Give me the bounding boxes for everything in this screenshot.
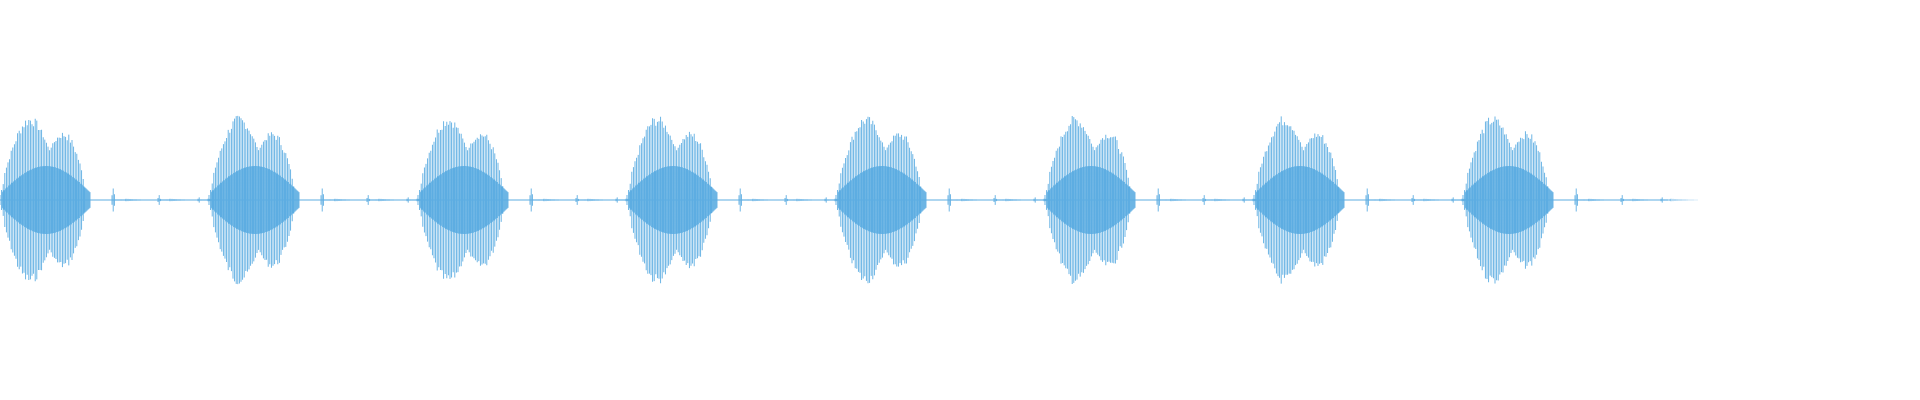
burst-echo-2 <box>1411 195 1451 205</box>
burst-loud-phase <box>835 116 927 284</box>
burst-echo-1 <box>320 188 362 212</box>
waveform-burst-1 <box>0 118 235 282</box>
burst-loud-phase <box>626 116 718 284</box>
burst-echo-1 <box>1156 188 1198 212</box>
burst-loud-phase <box>1462 116 1554 284</box>
burst-echo-2 <box>575 195 615 205</box>
burst-loud-phase <box>208 115 300 285</box>
waveform-bursts <box>0 115 1698 285</box>
waveform-burst-6 <box>1044 116 1280 284</box>
burst-loud-phase <box>1253 116 1345 284</box>
burst-echo-2 <box>993 195 1033 205</box>
burst-echo-2 <box>784 195 824 205</box>
burst-loud-phase <box>417 121 509 279</box>
burst-echo-3 <box>1660 197 1698 203</box>
waveform-burst-7 <box>1253 116 1489 284</box>
burst-echo-1 <box>947 188 989 212</box>
burst-echo-2 <box>1202 195 1242 205</box>
burst-loud-phase <box>0 118 91 282</box>
burst-echo-1 <box>1574 188 1616 212</box>
waveform-burst-5 <box>835 116 1071 284</box>
burst-echo-2 <box>157 195 197 205</box>
burst-loud-phase <box>1044 116 1136 284</box>
burst-echo-2 <box>366 195 406 205</box>
waveform-burst-8 <box>1462 116 1698 284</box>
burst-echo-1 <box>529 188 571 212</box>
waveform-burst-2 <box>208 115 444 285</box>
burst-echo-2 <box>1620 195 1660 205</box>
burst-echo-1 <box>111 188 153 212</box>
waveform-burst-4 <box>626 116 862 284</box>
waveform-burst-3 <box>417 121 653 279</box>
burst-echo-1 <box>738 188 780 212</box>
burst-echo-1 <box>1365 188 1407 212</box>
